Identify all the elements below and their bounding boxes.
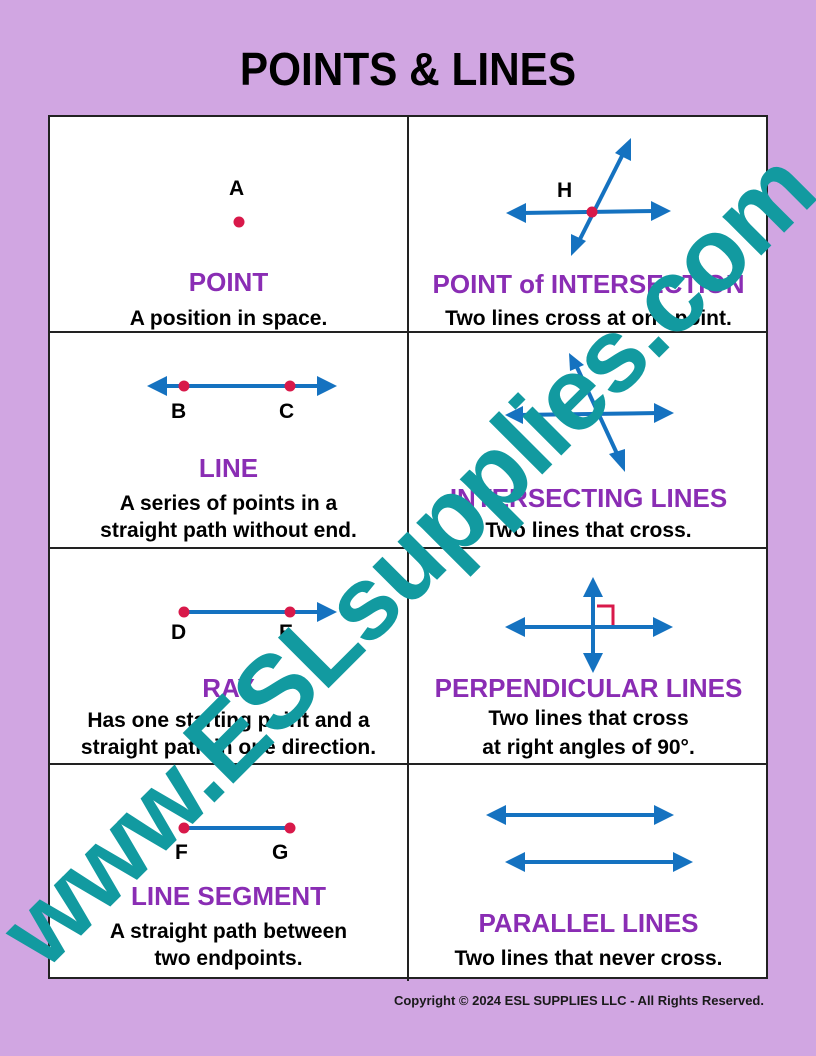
label-b: B xyxy=(171,400,187,423)
heading-line: LINE xyxy=(198,453,259,483)
desc-segment-2: two endpoints. xyxy=(154,947,303,970)
page-title: POINTS & LINES xyxy=(239,43,577,95)
perpendicular-lines-diagram-icon xyxy=(505,577,673,673)
label-a: A xyxy=(229,177,245,200)
heading-ray: RAY xyxy=(202,673,255,703)
desc-ray-1: Has one starting point and a xyxy=(87,709,370,732)
label-d: D xyxy=(171,621,187,644)
desc-line-2: straight path without end. xyxy=(100,519,357,542)
cell-perpendicular-lines: PERPENDICULAR LINES Two lines that cross… xyxy=(409,549,768,765)
cell-intersecting-lines: INTERSECTING LINES Two lines that cross. xyxy=(409,333,768,549)
intersection-point-diagram-icon xyxy=(506,138,671,256)
heading-line-segment: LINE SEGMENT xyxy=(130,881,326,911)
desc-perpendicular-1: Two lines that cross xyxy=(488,707,689,730)
desc-parallel-lines: Two lines that never cross. xyxy=(454,947,723,970)
label-h: H xyxy=(557,179,573,202)
label-c: C xyxy=(279,400,295,423)
point-diagram-icon xyxy=(233,216,245,228)
desc-point-of-intersection: Two lines cross at one point. xyxy=(445,307,732,330)
heading-point-of-intersection: POINT of INTERSECTION xyxy=(432,269,745,299)
label-e: E xyxy=(279,621,294,644)
label-g: G xyxy=(272,841,289,864)
desc-segment-1: A straight path between xyxy=(109,920,348,943)
cell-point-of-intersection: H POINT of INTERSECTION Two lines cross … xyxy=(409,117,768,333)
intersecting-lines-diagram-icon xyxy=(505,353,674,472)
desc-perpendicular-2: at right angles of 90°. xyxy=(482,736,695,759)
cell-line-segment: F G LINE SEGMENT A straight path between… xyxy=(50,765,409,981)
heading-intersecting-lines: INTERSECTING LINES xyxy=(449,483,728,513)
ray-diagram-icon xyxy=(178,602,337,622)
concept-grid: A POINT A position in space. H POINT of … xyxy=(48,115,768,981)
desc-ray-2: straight path in one direction. xyxy=(80,736,377,759)
line-segment-diagram-icon xyxy=(178,822,296,834)
heading-perpendicular-lines: PERPENDICULAR LINES xyxy=(434,673,743,703)
heading-parallel-lines: PARALLEL LINES xyxy=(478,908,699,938)
cell-line: B C LINE A series of points in a straigh… xyxy=(50,333,409,549)
line-diagram-icon xyxy=(147,376,337,396)
heading-point: POINT xyxy=(188,267,269,297)
desc-point: A position in space. xyxy=(129,307,328,330)
copyright-notice: Copyright © 2024 ESL SUPPLIES LLC - All … xyxy=(393,993,764,1008)
parallel-lines-diagram-icon xyxy=(486,805,693,872)
desc-intersecting-lines: Two lines that cross. xyxy=(485,519,692,542)
label-f: F xyxy=(175,841,188,864)
desc-line-1: A series of points in a xyxy=(119,492,338,515)
cell-parallel-lines: PARALLEL LINES Two lines that never cros… xyxy=(409,765,768,981)
cell-point: A POINT A position in space. xyxy=(50,117,409,333)
cell-ray: D E RAY Has one starting point and a str… xyxy=(50,549,409,765)
